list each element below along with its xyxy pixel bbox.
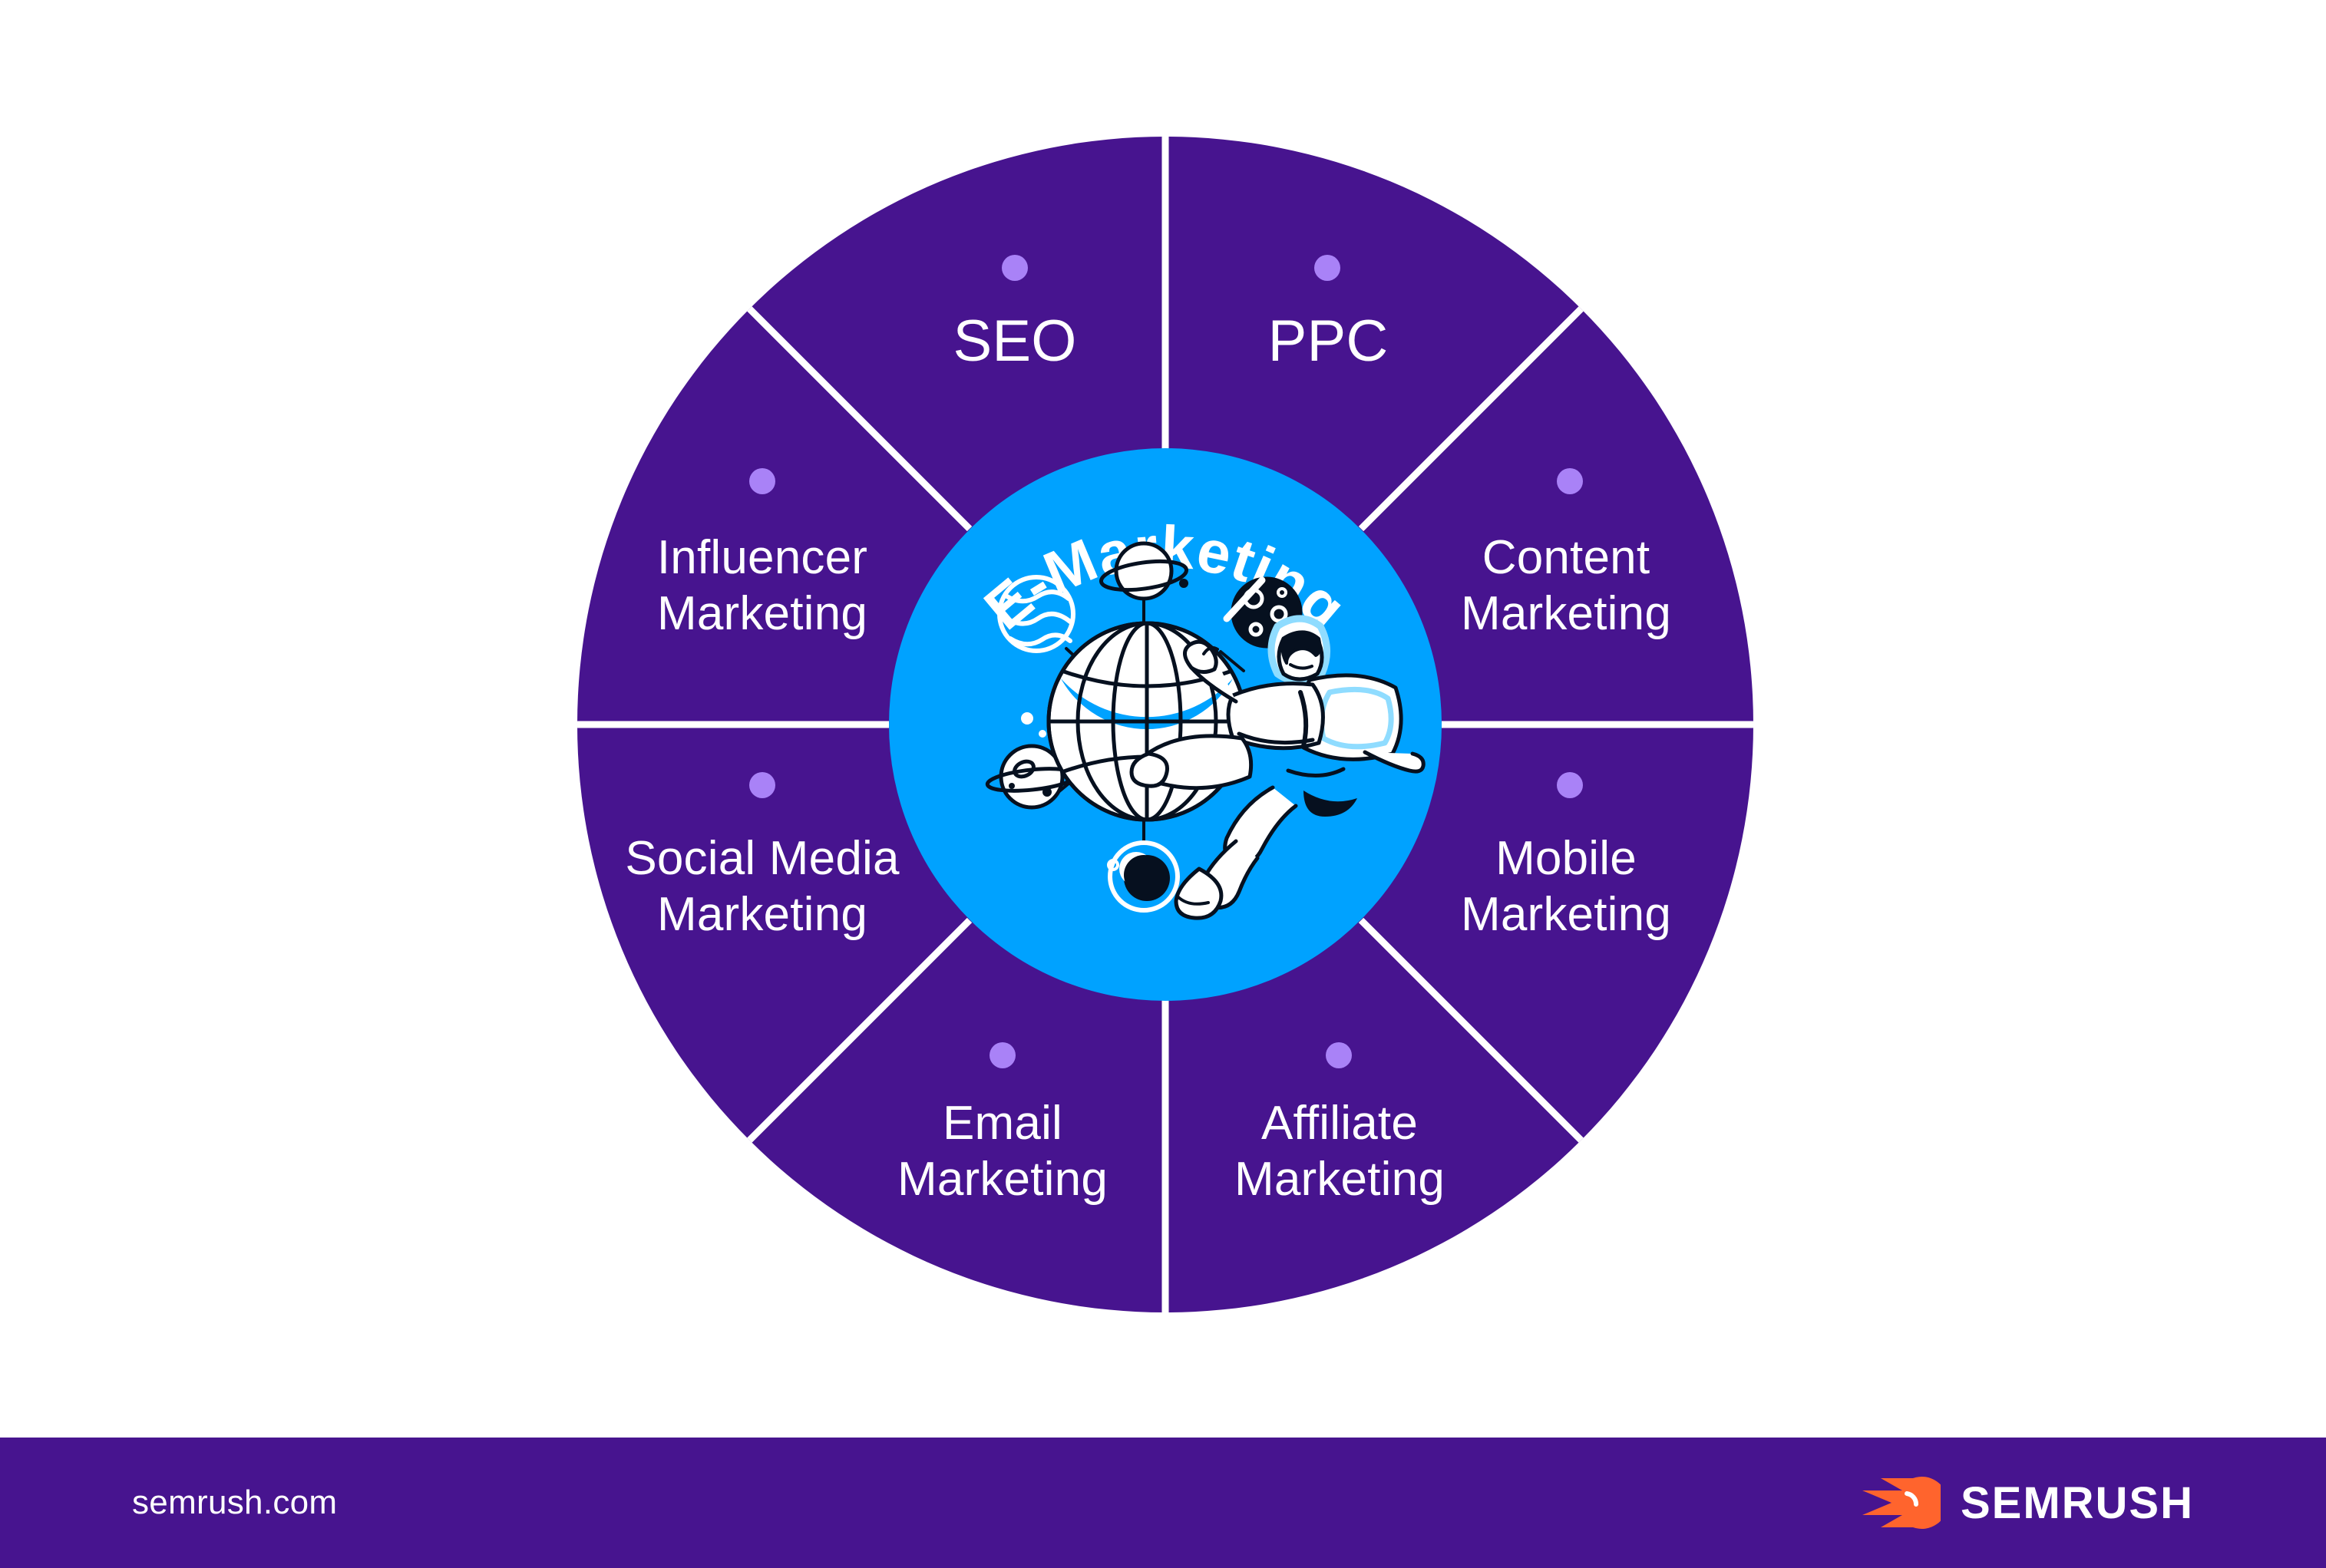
footer-url[interactable]: semrush.com <box>132 1484 338 1521</box>
dot-email <box>990 1042 1016 1068</box>
center-hub: E-Marketing <box>889 448 1442 1001</box>
dot-seo <box>1002 255 1028 281</box>
planet-eclipse-bottom <box>1107 840 1180 913</box>
shooting-star <box>1223 576 1266 622</box>
dot-affiliate <box>1326 1042 1352 1068</box>
dot-social-media <box>749 772 775 798</box>
semrush-comet-logo-icon <box>1862 1477 1941 1529</box>
divider-diagonal-lower-right <box>1358 917 1587 1146</box>
star-dot-small <box>1039 730 1046 738</box>
planet-striped-left <box>997 575 1075 653</box>
dot-content <box>1557 468 1583 494</box>
astronaut <box>1129 615 1426 920</box>
dot-influencer <box>749 468 775 494</box>
semrush-wordmark: SEMRUSH <box>1960 1477 2194 1528</box>
divider-diagonal-lower-left <box>744 917 973 1146</box>
divider-diagonal-upper-left <box>744 303 973 532</box>
planet-saturn-top <box>1099 541 1189 601</box>
dot-mobile <box>1557 772 1583 798</box>
footer-bar: semrush.com SEMRUSH <box>0 1438 2326 1568</box>
planet-ringed-lower-left <box>985 744 1079 810</box>
semrush-logo[interactable]: SEMRUSH <box>1858 1472 2194 1533</box>
divider-diagonal-upper-right <box>1358 303 1587 532</box>
astronaut-globe-illustration <box>985 541 1426 920</box>
dot-ppc <box>1314 255 1340 281</box>
center-illustration-svg: E-Marketing <box>972 513 1426 920</box>
star-dot-large <box>1021 712 1033 725</box>
